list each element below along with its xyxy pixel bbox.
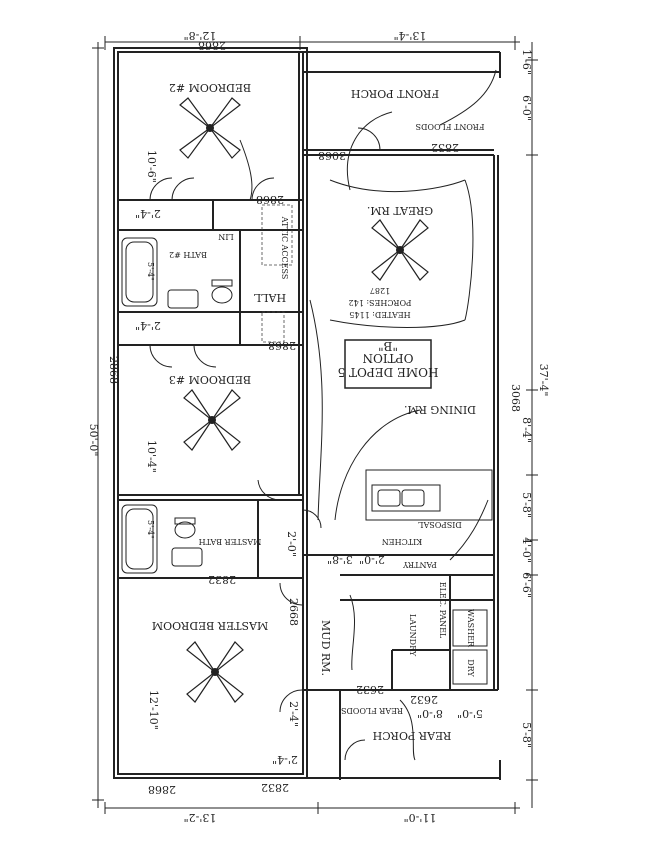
plumbing-fixtures bbox=[121, 237, 493, 685]
door-code: 2632 bbox=[356, 683, 384, 696]
room-label-bath2: BATH #2 bbox=[169, 250, 207, 259]
window-code: 2868 bbox=[268, 339, 296, 352]
room-label-front-porch: FRONT PORCH bbox=[351, 87, 439, 100]
ceiling-fan-icon bbox=[179, 97, 241, 159]
dim-top-left: 12'-8" bbox=[184, 29, 217, 42]
dim-bottom-right: 11'-0" bbox=[404, 811, 437, 824]
dim-top-right: 13'-4" bbox=[394, 29, 427, 42]
exterior-walls bbox=[113, 47, 501, 780]
dim-right-mid1: 8'-4" bbox=[520, 417, 533, 443]
note-attic-access: ATTIC ACCESS bbox=[280, 216, 289, 280]
dim-bottom-left: 13'-2" bbox=[184, 811, 217, 824]
dim-right-mid3: 4'-0" bbox=[520, 537, 533, 563]
dim-closet3: 2'-4" bbox=[287, 701, 300, 727]
note-total: 1287 bbox=[370, 286, 390, 295]
door-code: 2868 bbox=[256, 193, 284, 206]
note-rear-floods: REAR FLOODS bbox=[341, 706, 403, 715]
dim-rear-porch-width: 5'-0" bbox=[457, 707, 483, 720]
room-label-great-room: GREAT RM. bbox=[367, 204, 433, 217]
dim-hall-width: 2'-0" bbox=[285, 531, 298, 557]
room-size-bedroom2: 10'-6" bbox=[145, 150, 158, 183]
dim-right-mid4: 6'-6" bbox=[520, 572, 533, 598]
note-front-floods: FRONT FLOODS bbox=[416, 122, 485, 131]
dim-laundry-width: 8'-0" bbox=[417, 707, 443, 720]
door-code: 2832 bbox=[261, 781, 289, 794]
room-label-mud-room: MUD RM. bbox=[319, 620, 332, 676]
room-label-laundry: LAUNDRY bbox=[408, 614, 417, 657]
dim-right-total: 37'-4" bbox=[537, 364, 550, 397]
label-lin: LIN bbox=[218, 232, 233, 241]
dim-right-top: 6'-0" bbox=[520, 95, 533, 121]
door-code: 2832 bbox=[431, 141, 459, 154]
room-label-pantry: PANTRY bbox=[402, 560, 437, 569]
label-dryer: DRY bbox=[466, 659, 475, 677]
title-line1: HOME DEPOT 5 bbox=[338, 365, 439, 379]
dim-right-mid2: 5'-8" bbox=[520, 492, 533, 518]
room-size-master-bedroom: 12'-10" bbox=[147, 690, 160, 730]
room-label-kitchen: KITCHEN bbox=[382, 537, 422, 546]
door-code: 2632 bbox=[410, 693, 438, 706]
window-code: 2868 bbox=[107, 356, 120, 384]
room-label-rear-porch: REAR PORCH bbox=[373, 729, 452, 742]
door-swings bbox=[149, 127, 381, 761]
room-label-dining-room: DINING RM. bbox=[404, 403, 476, 416]
ceiling-fan-icon bbox=[186, 641, 244, 703]
room-label-bedroom2: BEDROOM #2 bbox=[169, 81, 251, 94]
dim-left-total: 50'-0" bbox=[87, 424, 100, 457]
title-line2: OPTION bbox=[363, 351, 414, 365]
attic-access-hatch bbox=[261, 204, 293, 343]
note-disposal: DISPOSAL bbox=[418, 520, 462, 529]
label-washer: WASHER bbox=[466, 609, 475, 648]
dim-right-bottom: 5'-8" bbox=[520, 722, 533, 748]
electrical-wiring bbox=[239, 69, 497, 761]
title-line3: "B" bbox=[378, 339, 398, 353]
dimension-lines bbox=[92, 36, 538, 814]
door-code: 2868 bbox=[198, 39, 226, 52]
note-elec-panel: ELEC. PANEL bbox=[438, 582, 447, 639]
room-size-bedroom3: 10'-4" bbox=[145, 440, 158, 473]
room-label-master-bedroom: MASTER BEDROOM bbox=[152, 619, 268, 632]
dim-kitchen-width2: 2'-0" bbox=[359, 553, 385, 566]
door-code: 2668 bbox=[287, 598, 300, 626]
interior-walls bbox=[118, 52, 494, 690]
door-code: 2832 bbox=[208, 573, 236, 586]
note-porches: PORCHES: 142 bbox=[349, 298, 412, 307]
door-code: 3068 bbox=[318, 149, 346, 162]
note-heated: HEATED: 1145 bbox=[349, 310, 410, 319]
ceiling-fan-icon bbox=[183, 389, 241, 451]
dim-closet4: 2'-4" bbox=[272, 753, 298, 766]
room-label-bedroom3: BEDROOM #3 bbox=[169, 373, 251, 386]
window-code: 2868 bbox=[148, 783, 176, 796]
dim-closet2: 2'-4" bbox=[135, 319, 161, 332]
title-box: HOME DEPOT 5 OPTION "B" bbox=[338, 339, 439, 389]
dim-right-edge: 1'-6" bbox=[520, 49, 533, 75]
room-label-hall: HALL bbox=[253, 291, 286, 304]
room-label-master-bath: MASTER BATH bbox=[199, 537, 262, 546]
room-size-master-bath: 5'-4" bbox=[146, 520, 155, 539]
ceiling-fan-icon bbox=[371, 219, 429, 281]
window-code: 3068 bbox=[509, 384, 522, 412]
room-size-bath2: 5'-4" bbox=[146, 262, 155, 281]
dim-kitchen-width: 3'-8" bbox=[327, 553, 353, 566]
dim-closet1: 2'-4" bbox=[135, 207, 161, 220]
